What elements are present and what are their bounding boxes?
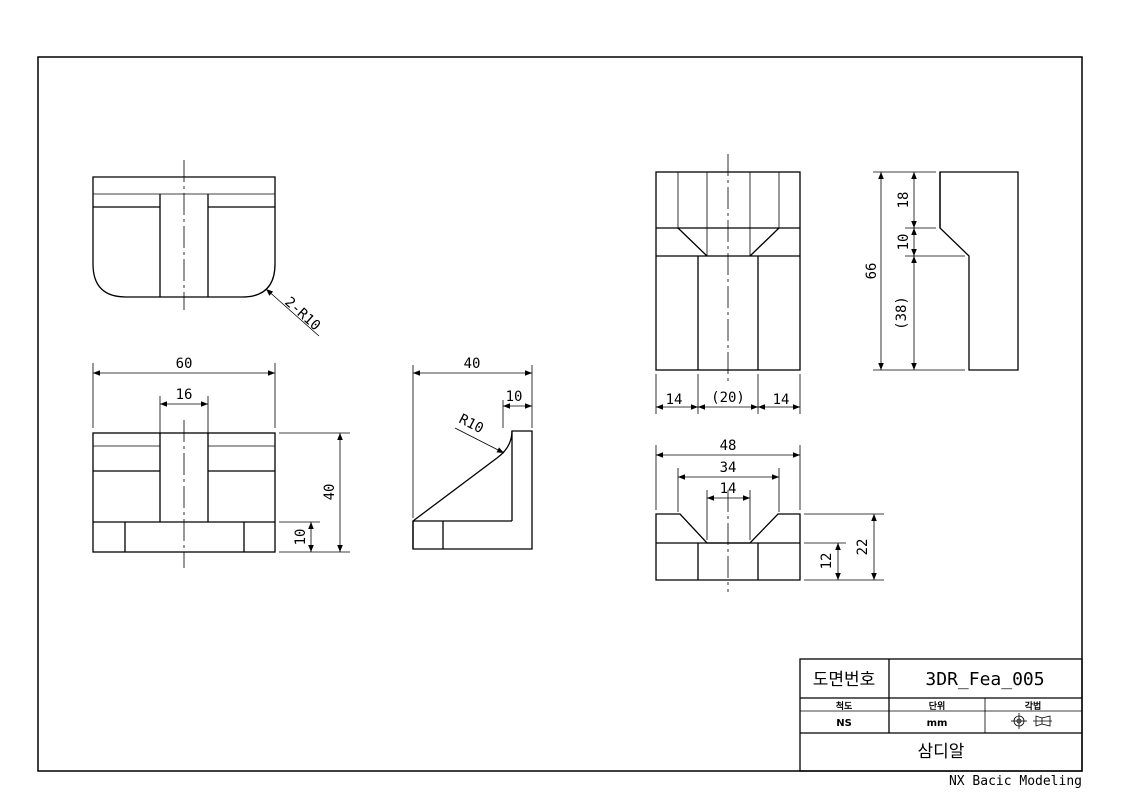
front-view: 60 16 40 10 [92, 356, 350, 568]
unit-value: mm [927, 718, 948, 729]
dim-right-chamfer: 10 [896, 234, 912, 251]
dim-right-height: 66 [864, 263, 880, 280]
dim-front-base: 10 [293, 529, 309, 546]
far-right-view: 66 18 10 (38) [864, 171, 1019, 371]
right-bottom-view: 48 34 14 22 12 [655, 438, 884, 592]
unit-label: 단위 [929, 700, 946, 712]
dim-side-width: 40 [464, 356, 481, 372]
dim-bottom-inner: 14 [720, 481, 737, 497]
dim-right-mid: (20) [711, 390, 745, 406]
dim-bottom-base: 12 [819, 553, 835, 570]
dim-right-bottom: (38) [894, 296, 910, 330]
dim-side-radius: R10 [456, 411, 486, 437]
dim-bottom-width: 48 [720, 438, 737, 454]
dim-right-right: 14 [773, 392, 790, 408]
dim-right-top: 18 [896, 192, 912, 209]
title-block: 도면번호 3DR_Fea_005 척도 단위 각법 NS mm 삼디알 [799, 658, 1083, 772]
footer-text: NX Bacic Modeling [949, 774, 1082, 789]
projection-label: 각법 [1025, 700, 1042, 712]
projection-symbol-icon [1011, 713, 1052, 729]
dim-right-left: 14 [666, 392, 683, 408]
top-view: 2-R10 [92, 160, 323, 337]
drawing-frame [37, 56, 1083, 772]
part-name: 삼디알 [918, 742, 965, 762]
dim-bottom-height: 22 [855, 539, 871, 556]
scale-label: 척도 [836, 700, 853, 712]
right-main-view: 14 (20) 14 [655, 154, 801, 414]
dim-bottom-mid: 34 [720, 460, 737, 476]
drawing-no-label: 도면번호 [813, 670, 876, 690]
dim-front-slot: 16 [176, 387, 193, 403]
scale-value: NS [836, 718, 852, 729]
drawing-no: 3DR_Fea_005 [925, 669, 1044, 690]
side-view: 40 10 R10 [412, 356, 533, 550]
dim-front-width: 60 [176, 356, 193, 372]
dim-top-radius: 2-R10 [281, 294, 323, 334]
dim-side-top: 10 [506, 389, 523, 405]
dim-front-height: 40 [322, 484, 338, 501]
